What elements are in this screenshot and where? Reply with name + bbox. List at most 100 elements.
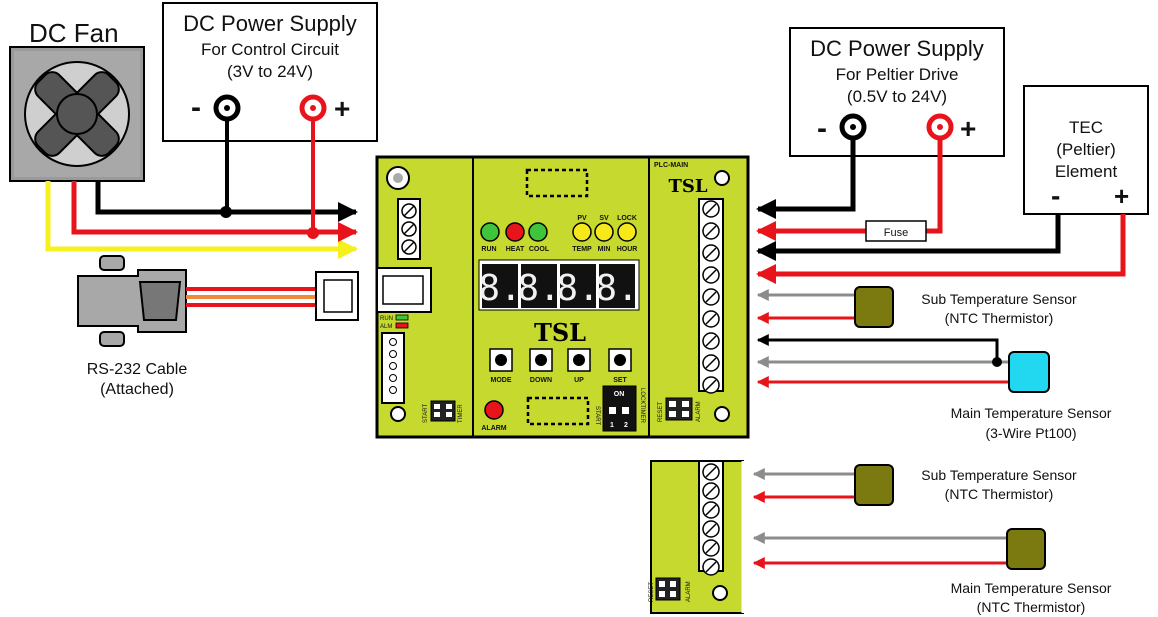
mount-hole-icon: [712, 585, 728, 601]
wire-red-fan: [71, 181, 358, 242]
junction-dot: [307, 227, 319, 239]
psu-peltier-title: DC Power Supply: [810, 36, 984, 61]
start-label: START: [423, 404, 429, 423]
tec-label-2: (Peltier): [1056, 140, 1116, 159]
mode-label: MODE: [491, 377, 512, 384]
wire-yellow: [45, 181, 358, 259]
led-temp: [572, 222, 592, 242]
led-temp-label: TEMP: [572, 246, 592, 253]
sub-sensor-2-type: (NTC Thermistor): [945, 486, 1054, 502]
led-cool-label: COOL: [529, 246, 550, 253]
right-wires: [756, 138, 1126, 388]
wire-peltier-negative: [756, 138, 856, 219]
sub-sensor-1-label: Sub Temperature Sensor: [921, 291, 1077, 307]
board-fragment-bottom: RESET ALARM: [649, 460, 745, 614]
main-sensor-2-type: (NTC Thermistor): [977, 599, 1086, 615]
seven-segment-display: 8. 8. 8. 8.: [478, 259, 640, 311]
main-sensor-1-type: (3-Wire Pt100): [985, 425, 1076, 441]
led-sv-label: SV: [599, 215, 609, 222]
control-buttons: MODE DOWN UP SET: [489, 348, 632, 384]
down-label: DOWN: [530, 377, 552, 384]
psu-peltier: DC Power Supply For Peltier Drive (0.5V …: [789, 27, 1005, 157]
status-led-run-label: RUN: [380, 316, 393, 322]
led-hour: [617, 222, 637, 242]
dip-start-label: START: [594, 406, 600, 425]
dip-2-label: 2: [624, 422, 628, 429]
tsl-logo-small: TSL: [668, 176, 707, 197]
dc-fan: DC Fan: [9, 18, 145, 182]
mount-hole-icon: [714, 170, 730, 186]
display-digit-2: 8.: [517, 268, 560, 309]
main-sensor-2-label: Main Temperature Sensor: [951, 580, 1112, 596]
alarm-label: ALARM: [481, 425, 506, 432]
status-led-alm: [395, 322, 409, 329]
alarm-side-label: ALARM: [696, 401, 702, 422]
fuse: Fuse: [865, 220, 927, 242]
pt100-sensor-icon: [1008, 351, 1050, 393]
rs232-sublabel: (Attached): [100, 381, 174, 398]
led-min-label: MIN: [598, 246, 611, 253]
dip-switch[interactable]: ON 1 2: [602, 385, 637, 432]
thermistor-icon: [854, 464, 894, 506]
led-heat-label: HEAT: [506, 246, 525, 253]
dip-on-label: ON: [614, 391, 625, 398]
wire-tec-positive: [756, 214, 1126, 284]
up-label: UP: [574, 377, 584, 384]
led-hour-label: HOUR: [617, 246, 638, 253]
led-min: [594, 222, 614, 242]
thermistor-icon: [1006, 528, 1046, 570]
dip-1-label: 1: [610, 422, 614, 429]
bottom-wires: [752, 468, 1025, 569]
psu-control-plus: +: [334, 93, 350, 124]
chip-outline: [526, 396, 590, 426]
psu-control-range: (3V to 24V): [227, 62, 313, 81]
thermistor-icon: [854, 286, 894, 328]
controller-board: RUN ALM START TIMER RUN HEAT COOL PV SV …: [375, 155, 750, 439]
led-alarm: [484, 400, 504, 420]
led-lock-label: LOCK: [617, 215, 637, 222]
timer-label: TIMER: [458, 404, 464, 423]
main-sensor-1-label: Main Temperature Sensor: [951, 405, 1112, 421]
led-run-label: RUN: [481, 246, 496, 253]
indicator-leds: RUN HEAT COOL PV SV LOCK TEMP MIN HOUR: [480, 215, 638, 253]
psu-peltier-range: (0.5V to 24V): [847, 87, 947, 106]
board-model-label: PLC-MAIN: [654, 162, 688, 169]
reset-label-2: RESET: [649, 582, 655, 602]
dip-locktimer-label: LOCKTIMER: [639, 388, 645, 424]
tsl-logo: TSL: [534, 318, 586, 347]
tec-plus: +: [1114, 181, 1129, 211]
led-heat: [505, 222, 525, 242]
display-digit-1: 8.: [478, 268, 521, 309]
led-run: [480, 222, 500, 242]
sub-sensor-2: Sub Temperature Sensor (NTC Thermistor): [854, 464, 1077, 506]
rs232-cable: RS-232 Cable (Attached): [77, 255, 359, 398]
fuse-label: Fuse: [884, 227, 908, 239]
display-digit-3: 8.: [556, 268, 599, 309]
led-cool: [528, 222, 548, 242]
alarm-side-label-2: ALARM: [686, 581, 692, 602]
set-label: SET: [613, 377, 627, 384]
status-led-run: [395, 314, 409, 321]
sub-sensor-1-type: (NTC Thermistor): [945, 310, 1054, 326]
tec-label-3: Element: [1055, 162, 1118, 181]
led-pv-label: PV: [577, 215, 587, 222]
psu-control: DC Power Supply For Control Circuit (3V …: [162, 2, 378, 142]
status-led-alm-label: ALM: [380, 324, 392, 330]
db9-connector-icon: [138, 281, 182, 321]
psu-control-subtitle: For Control Circuit: [201, 40, 339, 59]
tec-element: TEC (Peltier) Element - +: [1023, 85, 1149, 215]
sub-sensor-2-label: Sub Temperature Sensor: [921, 467, 1077, 483]
wire-tec-negative: [756, 214, 1061, 261]
mount-hole-icon: [714, 406, 730, 422]
main-sensor-1: Main Temperature Sensor (3-Wire Pt100): [951, 351, 1112, 441]
tec-minus: -: [1051, 180, 1060, 211]
junction-dot: [992, 357, 1002, 367]
chip-outline: [525, 168, 589, 198]
psu-control-minus: -: [191, 91, 201, 124]
wire-main-sensor-black: [756, 334, 999, 362]
rs232-label: RS-232 Cable: [87, 361, 188, 378]
left-wires: [45, 119, 358, 259]
mount-hole-icon: [390, 406, 406, 422]
tec-label-1: TEC: [1069, 118, 1103, 137]
